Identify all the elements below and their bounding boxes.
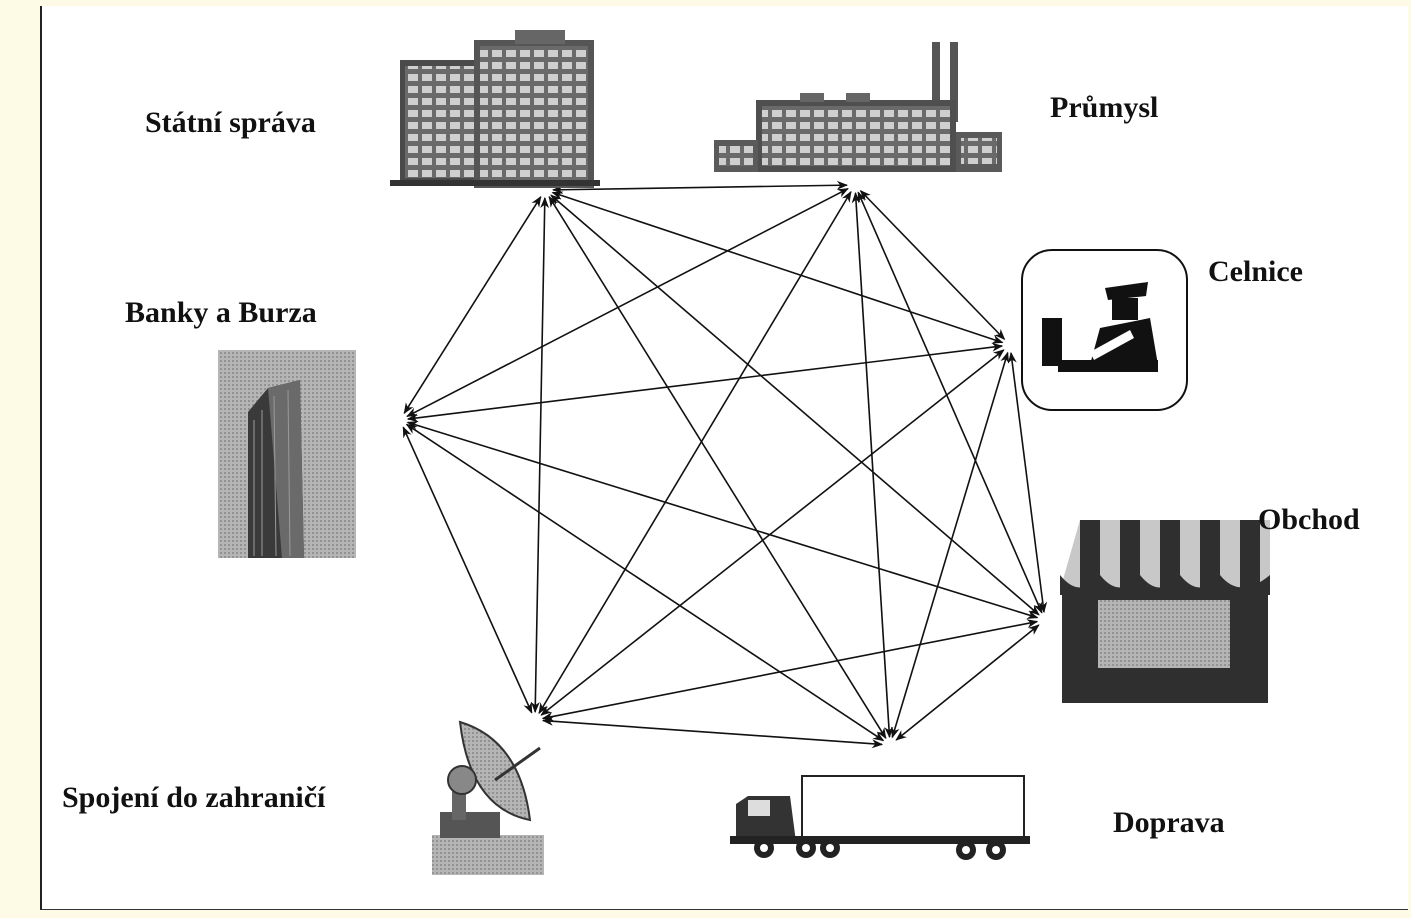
arrow-banky_burza-obchod <box>406 421 1039 619</box>
shop-icon <box>1060 520 1270 703</box>
arrow-banky_burza-spojeni <box>402 426 533 714</box>
arrow-statni_sprava-obchod <box>550 194 1040 616</box>
label-spojeni: Spojení do zahraničí <box>62 781 326 814</box>
label-obchod: Obchod <box>1258 503 1360 536</box>
arrow-celnice-spojeni <box>540 349 1005 716</box>
customs-officer-icon <box>1021 249 1188 411</box>
arrow-statni_sprava-doprava <box>548 195 887 740</box>
office-building-icon <box>390 30 600 188</box>
factory-icon <box>714 42 1002 172</box>
truck-icon <box>730 775 1030 860</box>
arrow-celnice-banky_burza <box>406 342 1004 423</box>
label-banky-burza: Banky a Burza <box>125 296 317 329</box>
connection-arrows <box>402 180 1048 749</box>
arrow-prumysl-spojeni <box>538 190 852 715</box>
arrow-celnice-doprava <box>890 351 1010 739</box>
arrow-obchod-doprava <box>895 624 1040 741</box>
skyscraper-icon <box>218 350 356 558</box>
arrow-spojeni-doprava <box>541 716 884 749</box>
arrow-prumysl-obchod <box>857 191 1043 614</box>
arrow-obchod-spojeni <box>541 619 1039 721</box>
arrow-statni_sprava-banky_burza <box>403 195 542 415</box>
label-prumysl: Průmysl <box>1050 91 1159 124</box>
arrow-prumysl-celnice <box>859 189 1006 341</box>
label-doprava: Doprava <box>1113 806 1225 839</box>
label-statni-sprava: Státní správa <box>145 106 316 139</box>
label-celnice: Celnice <box>1208 255 1303 288</box>
arrow-banky_burza-doprava <box>405 423 885 742</box>
arrow-statni_sprava-spojeni <box>530 196 550 714</box>
satellite-dish-icon <box>432 720 544 875</box>
